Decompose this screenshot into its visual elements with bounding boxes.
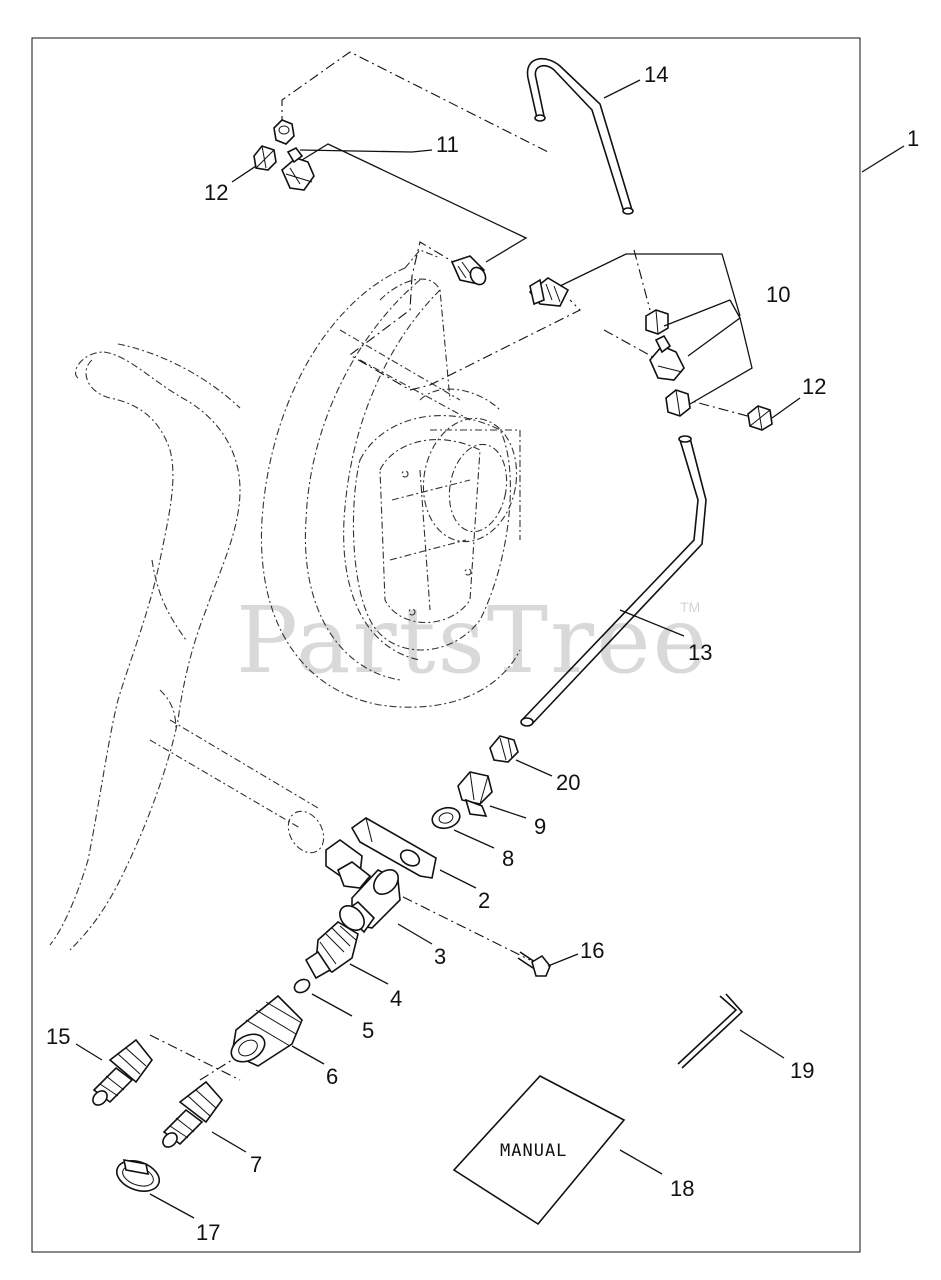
callout-16: 16 (580, 938, 604, 963)
part-12-nut-right (747, 405, 773, 431)
part-7-barb-fitting (162, 1080, 224, 1148)
callout-11: 11 (436, 132, 459, 157)
callout-18: 18 (670, 1176, 694, 1201)
callout-12-right: 12 (802, 374, 826, 399)
part-6-coupler (230, 994, 303, 1067)
callout-8: 8 (502, 846, 514, 871)
diagram-border (31, 37, 861, 1253)
callout-labels: 1 2 3 4 5 6 7 8 9 10 11 12 12 13 14 15 1… (46, 62, 919, 1245)
phantom-pressure-washer-frame (49, 249, 521, 951)
callout-20: 20 (556, 770, 580, 795)
assembly-centerlines (149, 51, 756, 1081)
part-2-bracket (325, 817, 437, 889)
part-15-barb-fitting (92, 1038, 154, 1106)
callout-15: 15 (46, 1024, 70, 1049)
callout-14: 14 (644, 62, 668, 87)
part-4-nipple (304, 921, 359, 980)
manual-label: MANUAL (500, 1141, 567, 1161)
callout-9: 9 (534, 814, 546, 839)
part-14-hose (526, 57, 634, 215)
callout-4: 4 (390, 986, 402, 1011)
callout-19: 19 (790, 1058, 814, 1083)
callout-13: 13 (688, 640, 712, 665)
callout-7: 7 (250, 1152, 262, 1177)
watermark-trademark: TM (680, 599, 700, 615)
watermark-text: PartsTree (236, 587, 709, 694)
part-9-adapter (457, 771, 493, 817)
part-13-tube (520, 435, 707, 727)
part-5-o-ring (293, 978, 311, 994)
part-3-tee (339, 869, 401, 934)
part-18-manual: MANUAL (452, 1075, 626, 1226)
part-16-bolt (517, 951, 551, 977)
part-19-hex-key (677, 993, 744, 1069)
callout-2: 2 (478, 888, 490, 913)
callout-17: 17 (196, 1220, 220, 1245)
leader-lines (75, 79, 905, 1219)
part-10-fitting-assembly (528, 277, 691, 417)
part-8-washer (431, 806, 461, 830)
callout-12-left: 12 (204, 180, 228, 205)
callout-6: 6 (326, 1064, 338, 1089)
part-11-fitting-assembly (273, 119, 487, 286)
part-20-ferrule (489, 735, 519, 763)
part-17-clamp (115, 1159, 161, 1192)
callout-5: 5 (362, 1018, 374, 1043)
callout-1: 1 (907, 126, 919, 151)
callout-10: 10 (766, 282, 790, 307)
part-12-nut-left (253, 145, 277, 171)
callout-3: 3 (434, 944, 446, 969)
